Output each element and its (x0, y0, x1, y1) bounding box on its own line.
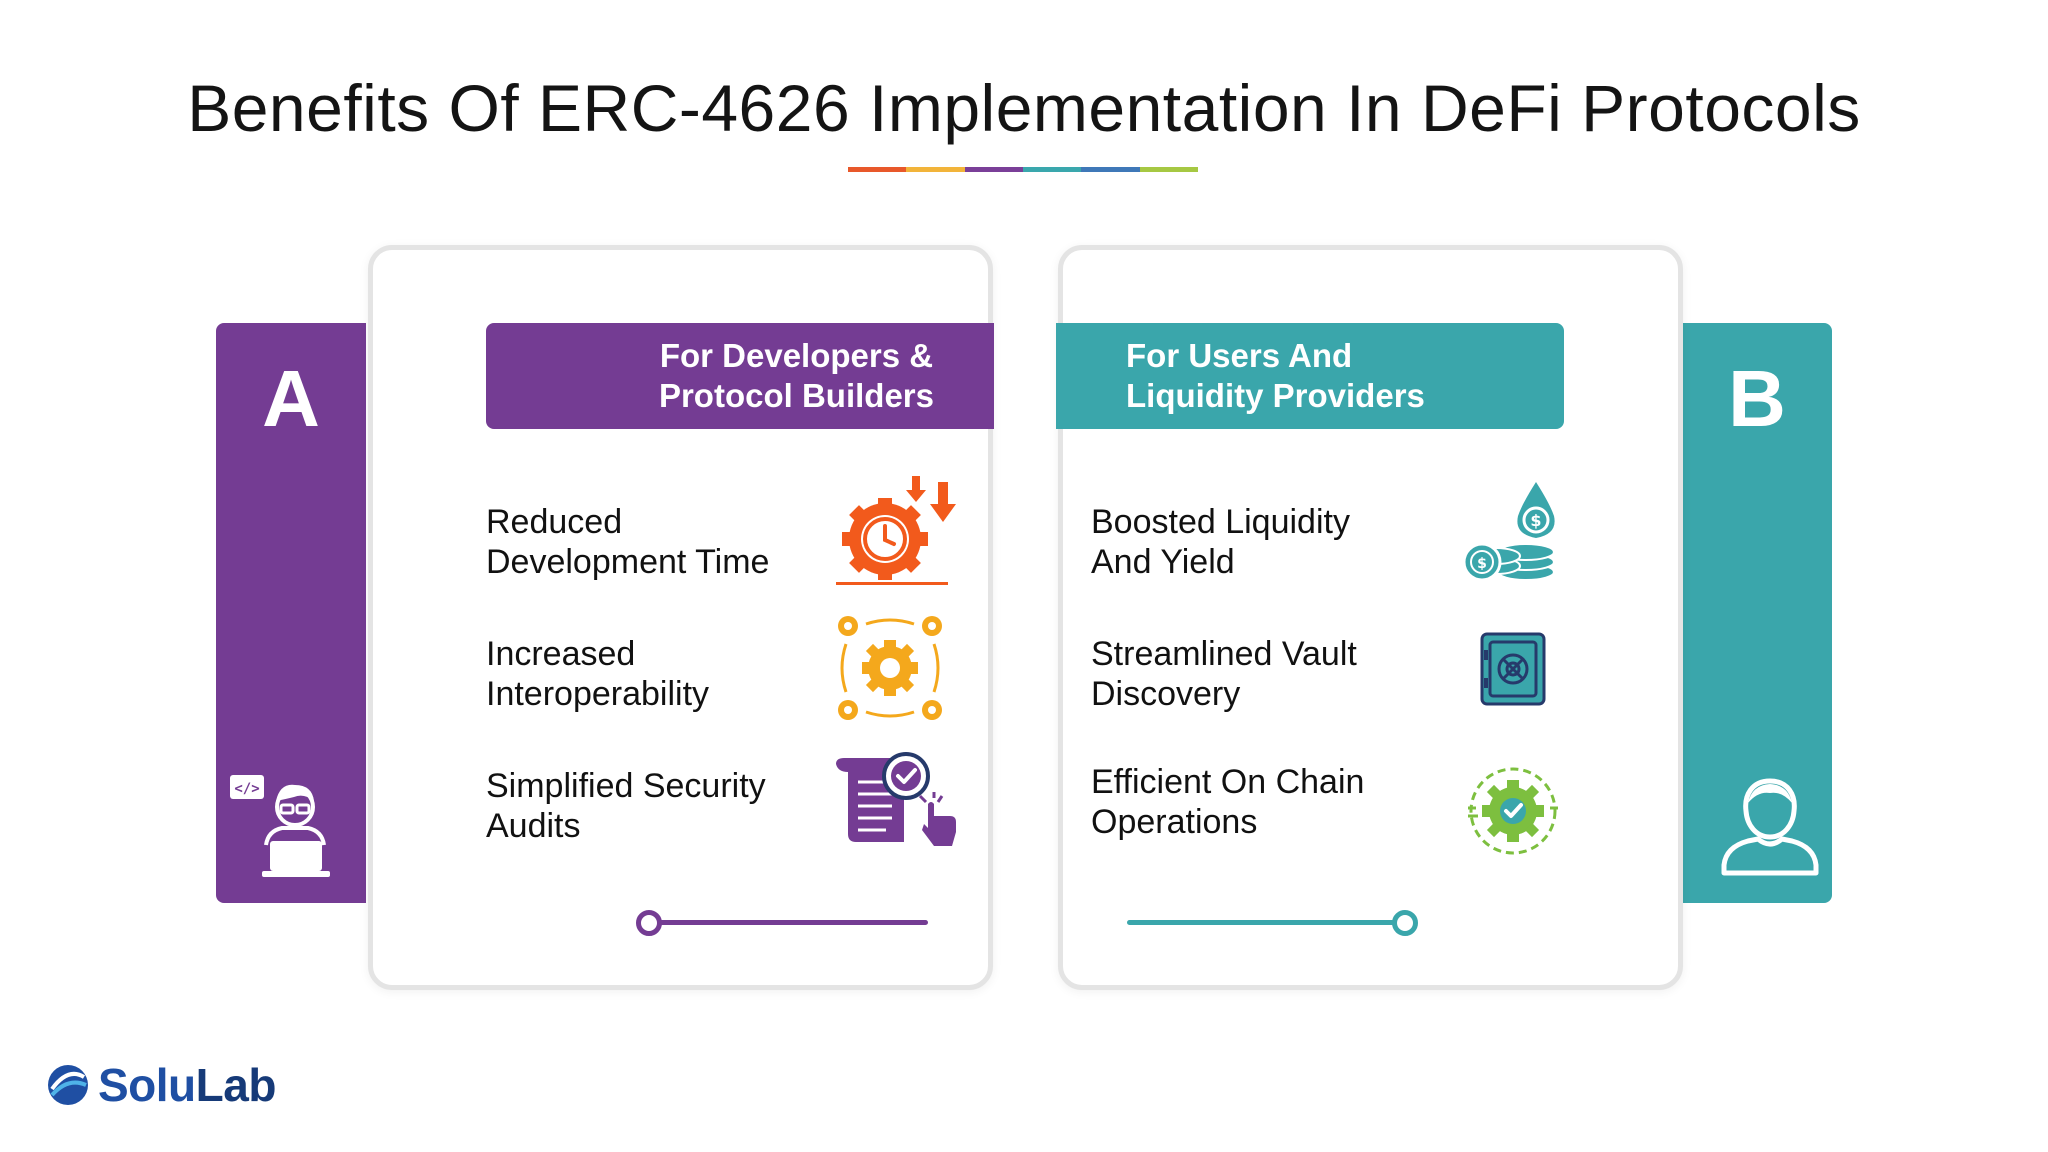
benefit-item: Increased Interoperability (486, 634, 826, 714)
panel-b-tab: B (1682, 323, 1832, 903)
benefit-line2: Operations (1091, 803, 1258, 841)
gears-cycle-icon (838, 616, 942, 720)
gear-clock-icon (836, 476, 956, 585)
logo-text-lab: Lab (195, 1059, 277, 1111)
logo-text-solu: Solu (98, 1059, 196, 1111)
svg-text:</>: </> (234, 781, 259, 797)
svg-text:$: $ (1477, 556, 1487, 572)
benefit-line1: Increased (486, 635, 636, 673)
benefit-line2: And Yield (1091, 543, 1235, 581)
developers-banner-line2: Protocol Builders (658, 377, 934, 414)
users-slider-knob (1392, 910, 1418, 936)
benefit-line1: Streamlined Vault (1091, 635, 1357, 673)
vault-icon (1480, 632, 1546, 706)
solulab-logo: SoluLab (46, 1058, 276, 1112)
benefit-item: Reduced Development Time (486, 502, 826, 582)
page-title: Benefits Of ERC-4626 Implementation In D… (187, 71, 1861, 145)
svg-text:$: $ (1530, 511, 1541, 530)
benefit-item: Efficient On Chain Operations (1091, 762, 1431, 842)
panel-a-letter: A (262, 354, 320, 443)
benefit-line1: Boosted Liquidity (1091, 503, 1350, 541)
benefit-item: Streamlined Vault Discovery (1091, 634, 1431, 714)
panel-b-letter: B (1728, 354, 1786, 443)
document-check-icon (836, 752, 956, 846)
coins-drop-icon: $ $ (1462, 482, 1555, 582)
benefit-line1: Efficient On Chain (1091, 763, 1365, 801)
developers-slider-track (648, 920, 928, 925)
users-banner-line2: Liquidity Providers (1126, 377, 1425, 414)
benefit-line1: Reduced (486, 503, 623, 541)
solulab-logo-icon (48, 1065, 88, 1105)
benefit-line2: Interoperability (486, 675, 710, 713)
user-icon (1721, 778, 1819, 876)
title-underline (848, 167, 1198, 172)
benefit-line1: Simplified Security (486, 767, 766, 805)
developer-icon: </> (230, 775, 330, 877)
developers-banner: For Developers & Protocol Builders (486, 323, 994, 429)
developers-banner-line1: For Developers & (659, 337, 934, 374)
users-slider-track (1127, 920, 1407, 925)
benefit-line2: Development Time (486, 543, 770, 581)
benefit-line2: Audits (486, 807, 581, 845)
developers-slider-knob (636, 910, 662, 936)
panel-a-tab: A </> (216, 323, 366, 903)
benefit-item: Boosted Liquidity And Yield (1091, 502, 1431, 582)
users-banner-line1: For Users And (1126, 337, 1353, 374)
benefit-item: Simplified Security Audits (486, 766, 826, 846)
gear-check-icon (1468, 767, 1558, 855)
users-banner: For Users And Liquidity Providers (1056, 323, 1564, 429)
benefit-line2: Discovery (1091, 675, 1241, 713)
